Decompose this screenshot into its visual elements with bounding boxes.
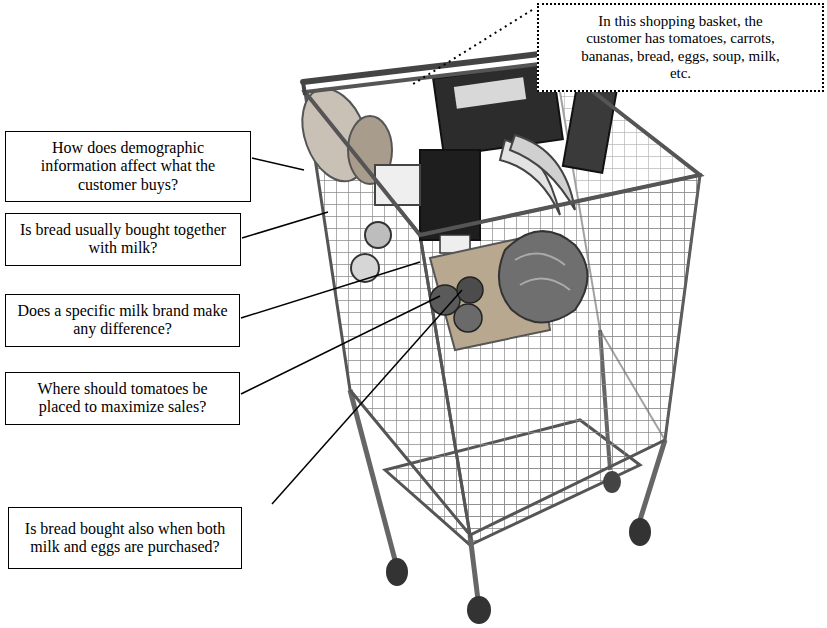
text-group: How does demographic information affect … xyxy=(16,139,240,194)
box-text: How does demographic information affect … xyxy=(16,139,240,194)
question-box: Does a specific milk brand make any diff… xyxy=(5,294,240,347)
leader-line xyxy=(242,212,328,238)
leader-lines xyxy=(241,10,532,504)
question-box: Is bread usually bought together with mi… xyxy=(5,213,241,266)
box-text: Where should tomatoes be placed to maxim… xyxy=(16,380,229,417)
dotted-leader-line xyxy=(410,10,532,86)
question-box: How does demographic information affect … xyxy=(5,131,251,202)
leader-line xyxy=(241,296,440,394)
box-text: Is bread usually bought together with mi… xyxy=(16,221,230,258)
leader-line xyxy=(241,262,420,318)
text-group: In this shopping basket, the customer ha… xyxy=(569,13,792,82)
text-group: Is bread bought also when both milk and … xyxy=(19,520,231,557)
leader-line xyxy=(252,158,304,170)
question-box: Is bread bought also when both milk and … xyxy=(8,507,242,569)
box-text: Does a specific milk brand make any diff… xyxy=(16,302,229,339)
groceries xyxy=(290,62,617,350)
leader-line xyxy=(272,290,462,504)
cart-basket xyxy=(305,62,700,535)
text-group: Does a specific milk brand make any diff… xyxy=(16,302,229,339)
box-text: Is bread bought also when both milk and … xyxy=(19,520,231,557)
box-text: In this shopping basket, the customer ha… xyxy=(569,13,792,82)
text-group: Where should tomatoes be placed to maxim… xyxy=(16,380,229,417)
text-group: Is bread usually bought together with mi… xyxy=(16,221,230,258)
question-box: Where should tomatoes be placed to maxim… xyxy=(5,372,240,425)
callout-note: In this shopping basket, the customer ha… xyxy=(537,3,824,92)
